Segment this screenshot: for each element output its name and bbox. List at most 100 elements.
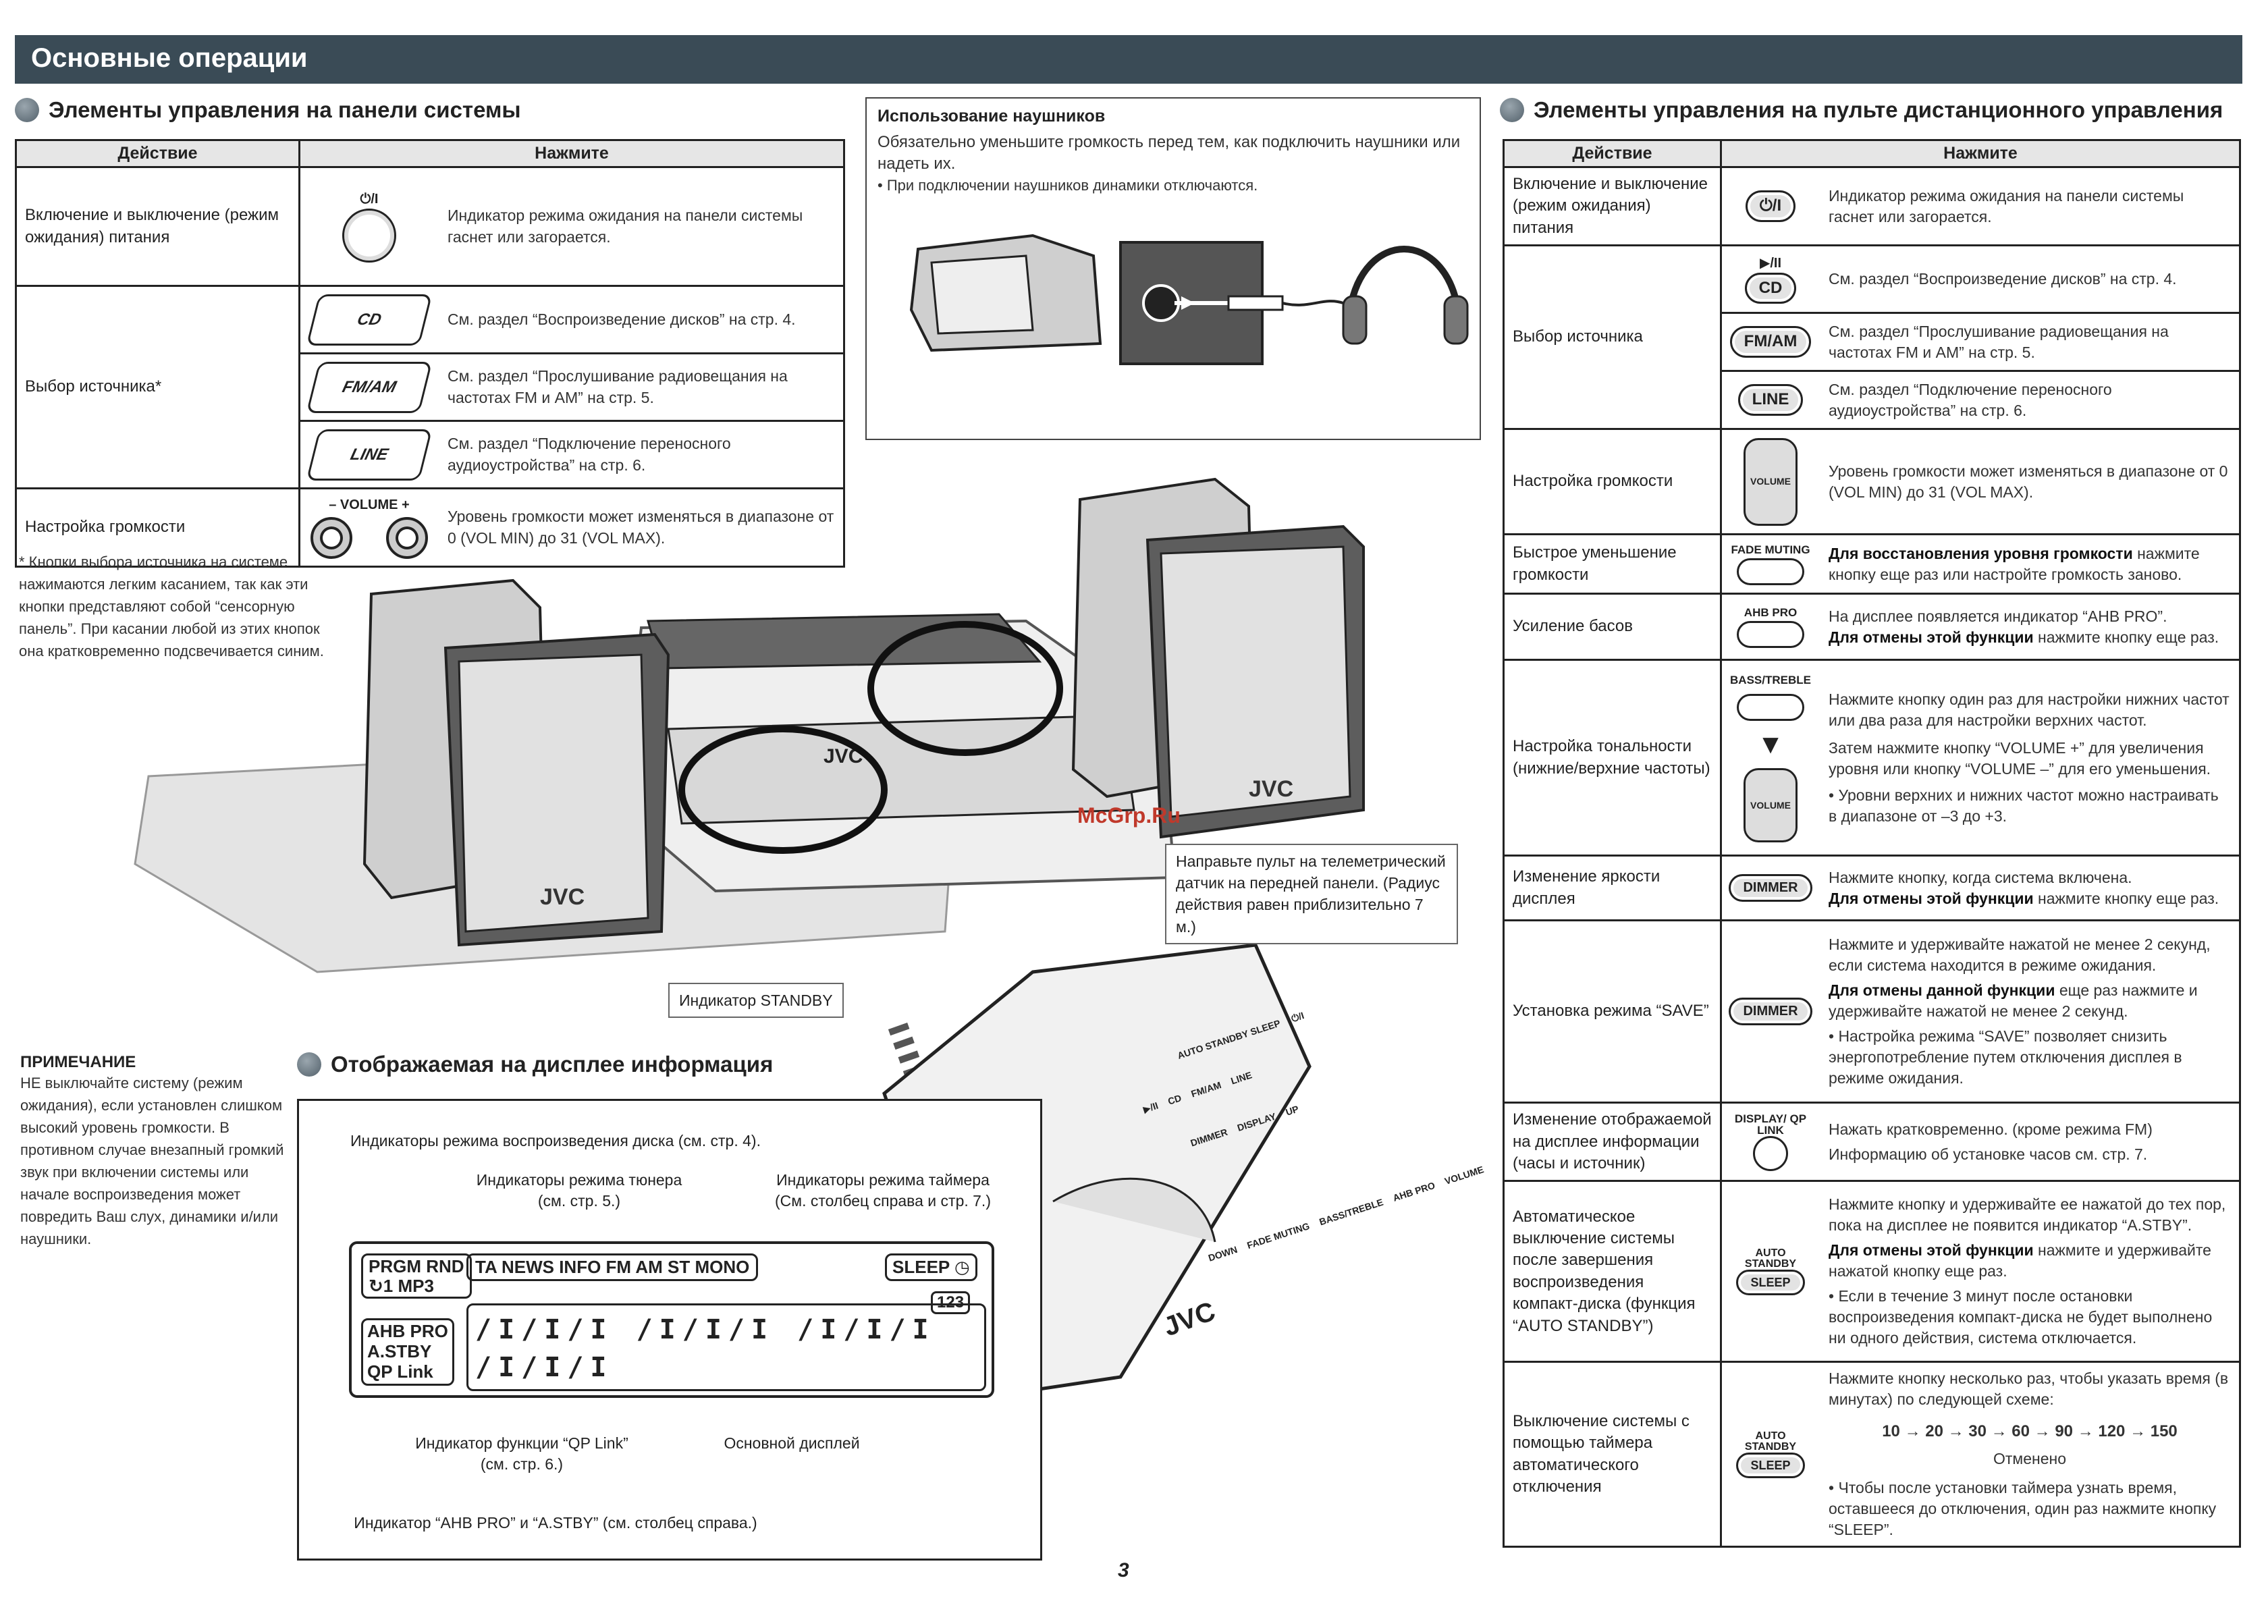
section-bullet-icon — [297, 1052, 321, 1077]
panel-controls-table: Действие Нажмите Включение и выключение … — [15, 139, 845, 568]
power-button[interactable]: ⏻/I — [308, 190, 430, 263]
cd-button[interactable]: CD — [306, 294, 433, 346]
sleep-timer-button[interactable]: SLEEP — [1736, 1452, 1805, 1478]
remote-desc-ahb-bold: Для отмены этой функции — [1829, 628, 2034, 646]
remote-section-heading: Элементы управления на пульте дистанцион… — [1500, 97, 2223, 123]
fmam-button[interactable]: FM/AM — [306, 361, 433, 413]
remote-col-action: Действие — [1503, 139, 1722, 168]
table-row: Выбор источника* CD См. раздел “Воспроиз… — [15, 285, 845, 489]
fade-muting-button[interactable] — [1737, 558, 1804, 586]
volume-buttons[interactable]: – VOLUME + — [308, 496, 430, 559]
lcd-timer-digits: 123 — [931, 1291, 971, 1314]
play-pause-icon: ▶/II — [1759, 255, 1782, 271]
label-tuner-indicators: Индикаторы режима тюнера (см. стр. 5.) — [476, 1171, 682, 1210]
remote-action-autostandby: Автоматическое выключение системы после … — [1503, 1180, 1722, 1363]
remote-desc-tone-2: Затем нажмите кнопку “VOLUME +” для увел… — [1829, 738, 2211, 778]
volume-down-button[interactable] — [310, 517, 352, 559]
sleep-sequence: 10 → 20 → 30 → 60 → 90 → 120 → 150 — [1882, 1422, 2178, 1441]
panel-footnote: * Кнопки выбора источника на системе наж… — [19, 553, 324, 659]
panel-col-action: Действие — [15, 139, 300, 168]
display-section-heading: Отображаемая на дисплее информация — [297, 1052, 773, 1077]
table-row: Включение и выключение (режим ожидания) … — [15, 166, 845, 287]
remote-line-button[interactable]: LINE — [1737, 384, 1804, 416]
ahb-pro-label: AHB PRO — [1744, 606, 1798, 620]
system-illustration: JVC JVC JVC JVC — [134, 477, 1365, 1399]
ahb-pro-button[interactable] — [1737, 621, 1804, 649]
remote-controls-table: Действие Нажмите Включение и выключение … — [1503, 139, 2241, 1548]
remote-desc-power: Индикатор режима ожидания на панели сист… — [1829, 186, 2184, 225]
remote-action-source: Выбор источника — [1503, 244, 1722, 431]
table-row: Усиление басов AHB PRO На дисплее появляе… — [1503, 593, 2241, 661]
remote-desc-dimmer-2: нажмите кнопку еще раз. — [2033, 889, 2219, 907]
arrow-down-icon: ▼ — [1757, 730, 1784, 760]
panel-action-power: Включение и выключение (режим ожидания) … — [15, 166, 300, 287]
headphones-bullet: • При подключении наушников динамики отк… — [878, 176, 1258, 194]
remote-desc-astby-bold: Для отмены этой функции — [1829, 1241, 2034, 1260]
remote-desc-astby-3: • Если в течение 3 минут после остановки… — [1829, 1287, 2213, 1347]
remote-fmam-button[interactable]: FM/AM — [1729, 326, 1812, 358]
headphones-box: Использование наушников Обязательно умен… — [865, 97, 1481, 440]
remote-action-tone: Настройка тональности (нижние/верхние ча… — [1503, 659, 1722, 857]
dimmer-save-button[interactable]: DIMMER — [1729, 998, 1812, 1026]
table-row: Автоматическое выключение системы после … — [1503, 1180, 2241, 1363]
remote-power-button[interactable]: ⏻/I — [1745, 190, 1796, 222]
lcd-prgm-indicator: PRGM RND↻1 MP3 — [361, 1253, 472, 1299]
remote-desc-dimmer-bold: Для отмены этой функции — [1829, 889, 2034, 907]
sleep-button[interactable]: SLEEP — [1736, 1269, 1805, 1295]
power-icon: ⏻/I — [360, 192, 379, 207]
tone-volume-button[interactable]: VOLUME — [1744, 768, 1798, 843]
label-main-display: Основной дисплей — [724, 1434, 860, 1452]
lcd-tuner-indicators: TA NEWS INFO FM AM ST MONO — [466, 1253, 759, 1281]
lcd-sleep-indicator: SLEEP ◷ — [885, 1253, 977, 1281]
section-bullet-icon — [15, 98, 39, 122]
remote-desc-display-2: Информацию об установке часов см. стр. 7… — [1829, 1145, 2148, 1163]
display-heading-text: Отображаемая на дисплее информация — [331, 1052, 774, 1077]
remote-desc-save-1: Нажмите и удерживайте нажатой не менее 2… — [1829, 936, 2211, 975]
display-qp-button[interactable] — [1753, 1135, 1788, 1171]
remote-desc-ahb: На дисплее появляется индикатор “AHB PRO… — [1829, 607, 2167, 625]
remote-desc-astby-2: нажмите и удерживайте нажатой кнопку еще… — [1829, 1241, 2211, 1280]
remote-desc-line: См. раздел “Подключение переносного ауди… — [1829, 380, 2112, 419]
remote-col-press: Нажмите — [1720, 139, 2241, 168]
brand-logo-left: JVC — [540, 884, 585, 910]
table-row: Включение и выключение (режим ожидания) … — [1503, 165, 2241, 247]
remote-desc-dimmer-1: Нажмите кнопку, когда система включена. — [1829, 868, 2132, 886]
remote-desc-fade: нажмите кнопку еще раз или настройте гро… — [1829, 544, 2200, 583]
remote-action-save: Установка режима “SAVE” — [1503, 919, 1722, 1104]
lcd-main-display: /I/I/I /I/I/I /I/I/I /I/I/I/I/I/I /I/I/I… — [466, 1303, 986, 1391]
table-row: Установка режима “SAVE” DIMMER Нажмите и … — [1503, 919, 2241, 1104]
bass-treble-button[interactable] — [1737, 694, 1804, 722]
remote-desc-tone-3: • Уровни верхних и нижних частот можно н… — [1829, 786, 2219, 825]
remote-action-sleep: Выключение системы с помощью таймера авт… — [1503, 1361, 1722, 1548]
remote-volume-button[interactable]: VOLUME — [1744, 437, 1798, 526]
panel-action-source: Выбор источника* — [15, 285, 300, 489]
display-qp-label: DISPLAY/ QP LINK — [1734, 1112, 1807, 1137]
remote-action-bass: Усиление басов — [1503, 593, 1722, 661]
page-title-bar: Основные операции — [15, 35, 2242, 84]
remote-sensor-callout: Направьте пульт на телеметрический датчи… — [1165, 844, 1458, 944]
headphones-text: Обязательно уменьшите громкость перед те… — [878, 133, 1461, 173]
table-row: Настройка тональности (нижние/верхние ча… — [1503, 659, 2241, 857]
auto-standby-label-2: AUTO STANDBY — [1744, 1430, 1797, 1453]
remote-action-fade: Быстрое уменьшение громкости — [1503, 533, 1722, 595]
panel-heading-text: Элементы управления на панели системы — [49, 97, 521, 122]
brand-logo-right: JVC — [1249, 776, 1293, 802]
remote-cd-button[interactable]: CD — [1744, 272, 1797, 304]
table-row: Выключение системы с помощью таймера авт… — [1503, 1361, 2241, 1548]
note-title: ПРИМЕЧАНИЕ — [20, 1053, 136, 1071]
page-title: Основные операции — [31, 43, 308, 73]
brand-logo-remote: JVC — [1160, 1296, 1219, 1342]
display-info-box: Индикаторы режима воспроизведения диска … — [297, 1099, 1042, 1561]
table-row: Изменение отображаемой на дисплее информ… — [1503, 1102, 2241, 1183]
dimmer-button[interactable]: DIMMER — [1729, 874, 1812, 902]
panel-desc-line: См. раздел “Подключение переносного ауди… — [448, 435, 731, 474]
panel-desc-power: Индикатор режима ожидания на панели сист… — [448, 207, 803, 246]
remote-desc-save-bold: Для отмены данной функции — [1829, 981, 2055, 1000]
standby-callout: Индикатор STANDBY — [668, 983, 844, 1019]
volume-up-button[interactable] — [386, 517, 428, 559]
remote-action-display: Изменение отображаемой на дисплее информ… — [1503, 1102, 1722, 1183]
auto-standby-label: AUTO STANDBY — [1744, 1247, 1797, 1270]
panel-col-press: Нажмите — [298, 139, 845, 168]
